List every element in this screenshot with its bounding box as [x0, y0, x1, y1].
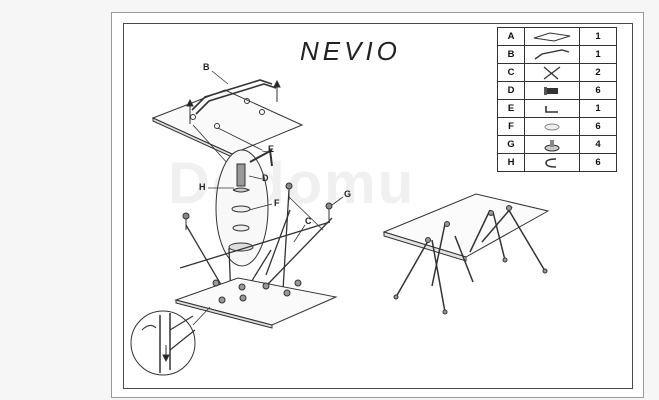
part-letter: G [497, 135, 525, 154]
part-qty: 4 [579, 135, 617, 154]
part-qty: 1 [579, 45, 617, 64]
part-qty: 6 [579, 81, 617, 100]
part-letter: F [497, 117, 525, 136]
parts-table: A 1 B 1 C 2 D 6 E 1 F 6 G 4 H 6 [497, 27, 617, 172]
assembled-table [382, 193, 550, 315]
part-letter: B [497, 45, 525, 64]
part-qty: 2 [579, 63, 617, 82]
callout-f: F [274, 198, 280, 208]
callout-d: D [262, 173, 269, 183]
part-qty: 1 [579, 99, 617, 118]
diagram-frame [123, 23, 633, 389]
suction-cup-icon [544, 123, 560, 130]
part-letter: H [497, 153, 525, 172]
parts-row: C 2 [497, 63, 617, 82]
callout-g: G [344, 189, 352, 199]
part-qty: 6 [579, 117, 617, 136]
parts-row: G 4 [497, 135, 617, 154]
product-title: NEVIO [300, 36, 401, 66]
callout-e: E [268, 144, 275, 154]
zoom-detail-circle [130, 306, 211, 376]
parts-row: F 6 [497, 117, 617, 136]
bolt-arrows [186, 79, 281, 124]
glass-top-icon [533, 31, 571, 42]
part-letter: C [497, 63, 525, 82]
cross-legs-icon [543, 65, 561, 80]
part-qty: 1 [579, 27, 617, 46]
foot-cap-icon [544, 139, 560, 151]
parts-row: H 6 [497, 153, 617, 172]
allen-key-icon [545, 105, 558, 113]
callout-c: C [305, 216, 312, 226]
bolt-icon [544, 86, 558, 95]
parts-row: B 1 [497, 45, 617, 64]
parts-row: E 1 [497, 99, 617, 118]
part-qty: 6 [579, 153, 617, 172]
top-frame-b [191, 79, 277, 115]
parts-row: A 1 [497, 27, 617, 46]
part-letter: E [497, 99, 525, 118]
part-letter: A [497, 27, 525, 46]
cap-arrows [185, 189, 330, 230]
callout-h: H [199, 182, 206, 192]
part-letter: D [497, 81, 525, 100]
upper-glass-panel [151, 89, 304, 158]
clip-icon [545, 157, 557, 168]
parts-row: D 6 [497, 81, 617, 100]
detail-bubble [215, 149, 273, 267]
top-frame-icon [534, 48, 570, 60]
callout-b: B [203, 62, 210, 72]
lower-glass-panel [174, 277, 338, 329]
